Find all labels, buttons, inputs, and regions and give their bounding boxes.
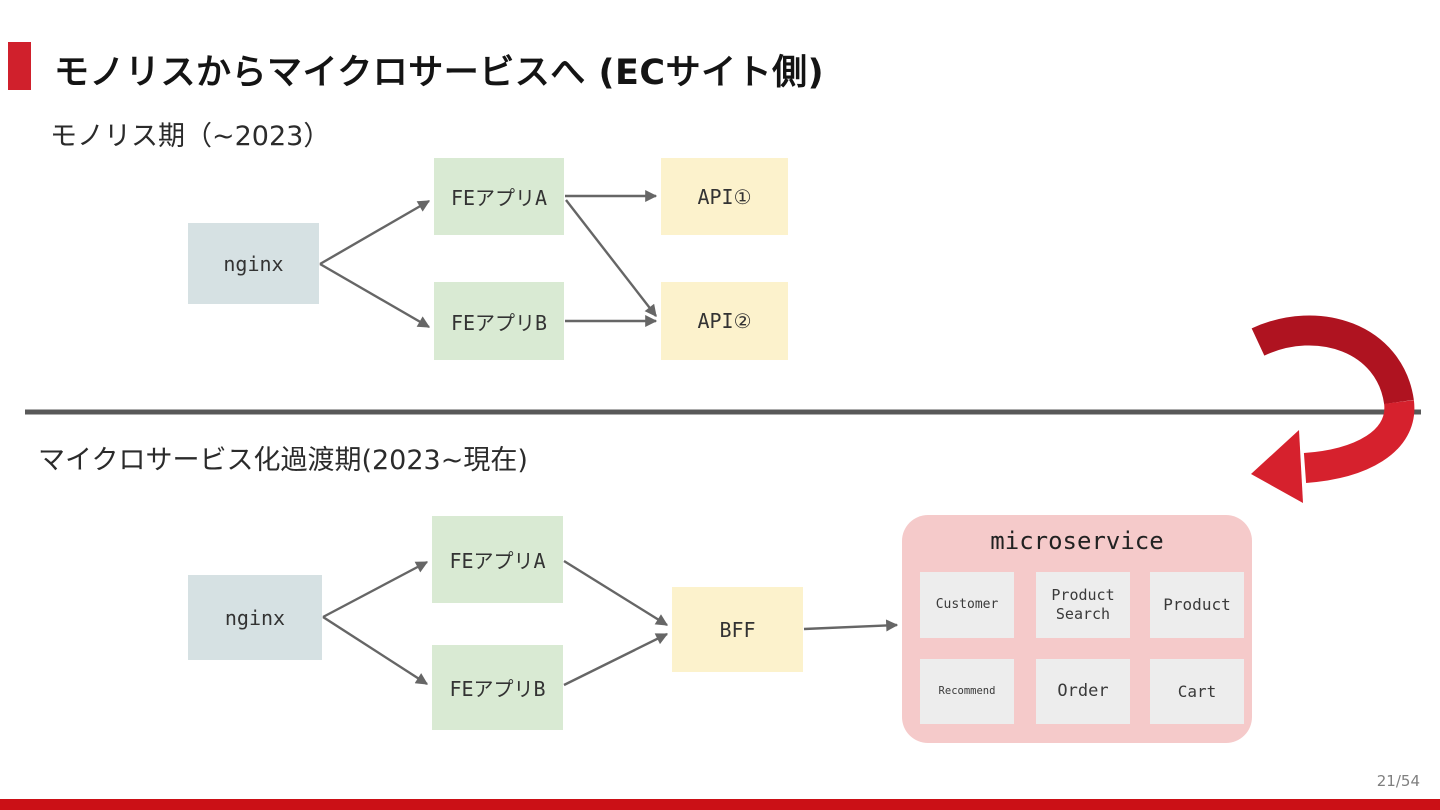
title-accent-bar xyxy=(8,42,31,90)
bottom-accent-bar xyxy=(0,799,1440,810)
service-recommend: Recommend xyxy=(920,659,1014,724)
microservice-panel-title: microservice xyxy=(990,527,1164,555)
node-nginx-transition: nginx xyxy=(188,575,322,660)
page-title: モノリスからマイクロサービスへ (ECサイト側) xyxy=(54,53,825,93)
service-order: Order xyxy=(1036,659,1130,724)
node-fe-app-a-monolith: FEアプリA xyxy=(434,158,564,235)
node-fe-app-b-monolith: FEアプリB xyxy=(434,282,564,360)
red-uturn-arrow-top-band xyxy=(1251,315,1414,405)
transition-era-heading: マイクロサービス化過渡期(2023~現在) xyxy=(38,445,528,476)
red-uturn-arrowhead xyxy=(1251,430,1303,503)
monolith-era-heading: モノリス期（~2023） xyxy=(50,121,331,152)
node-fe-app-a-transition: FEアプリA xyxy=(432,516,563,603)
node-api-1: API① xyxy=(661,158,788,235)
service-product-search: Product Search xyxy=(1036,572,1130,638)
arrow-nginx-to-fe-a xyxy=(319,199,431,266)
service-customer: Customer xyxy=(920,572,1014,638)
red-uturn-arrow xyxy=(1251,315,1415,503)
red-uturn-arrow-bottom-band xyxy=(1303,400,1415,483)
microservice-panel: microservice Customer Product Search Pro… xyxy=(902,515,1252,743)
arrow-bff-to-microservice xyxy=(803,619,899,632)
arrow-nginx-to-fe-b xyxy=(319,262,431,329)
transition-arrows xyxy=(322,559,899,687)
node-fe-app-b-transition: FEアプリB xyxy=(432,645,563,730)
node-api-2: API② xyxy=(661,282,788,360)
service-product: Product xyxy=(1150,572,1244,638)
service-cart: Cart xyxy=(1150,659,1244,724)
node-nginx-monolith: nginx xyxy=(188,223,319,304)
arrow-fe-a-to-bff xyxy=(563,559,669,627)
arrow-nginx2-to-fe-a xyxy=(322,560,429,619)
arrow-fe-b-to-bff xyxy=(563,632,669,687)
node-bff: BFF xyxy=(672,587,803,672)
arrow-fe-a-to-api2 xyxy=(565,199,657,317)
arrow-nginx2-to-fe-b xyxy=(322,615,429,686)
page-number: 21/54 xyxy=(1376,772,1420,790)
